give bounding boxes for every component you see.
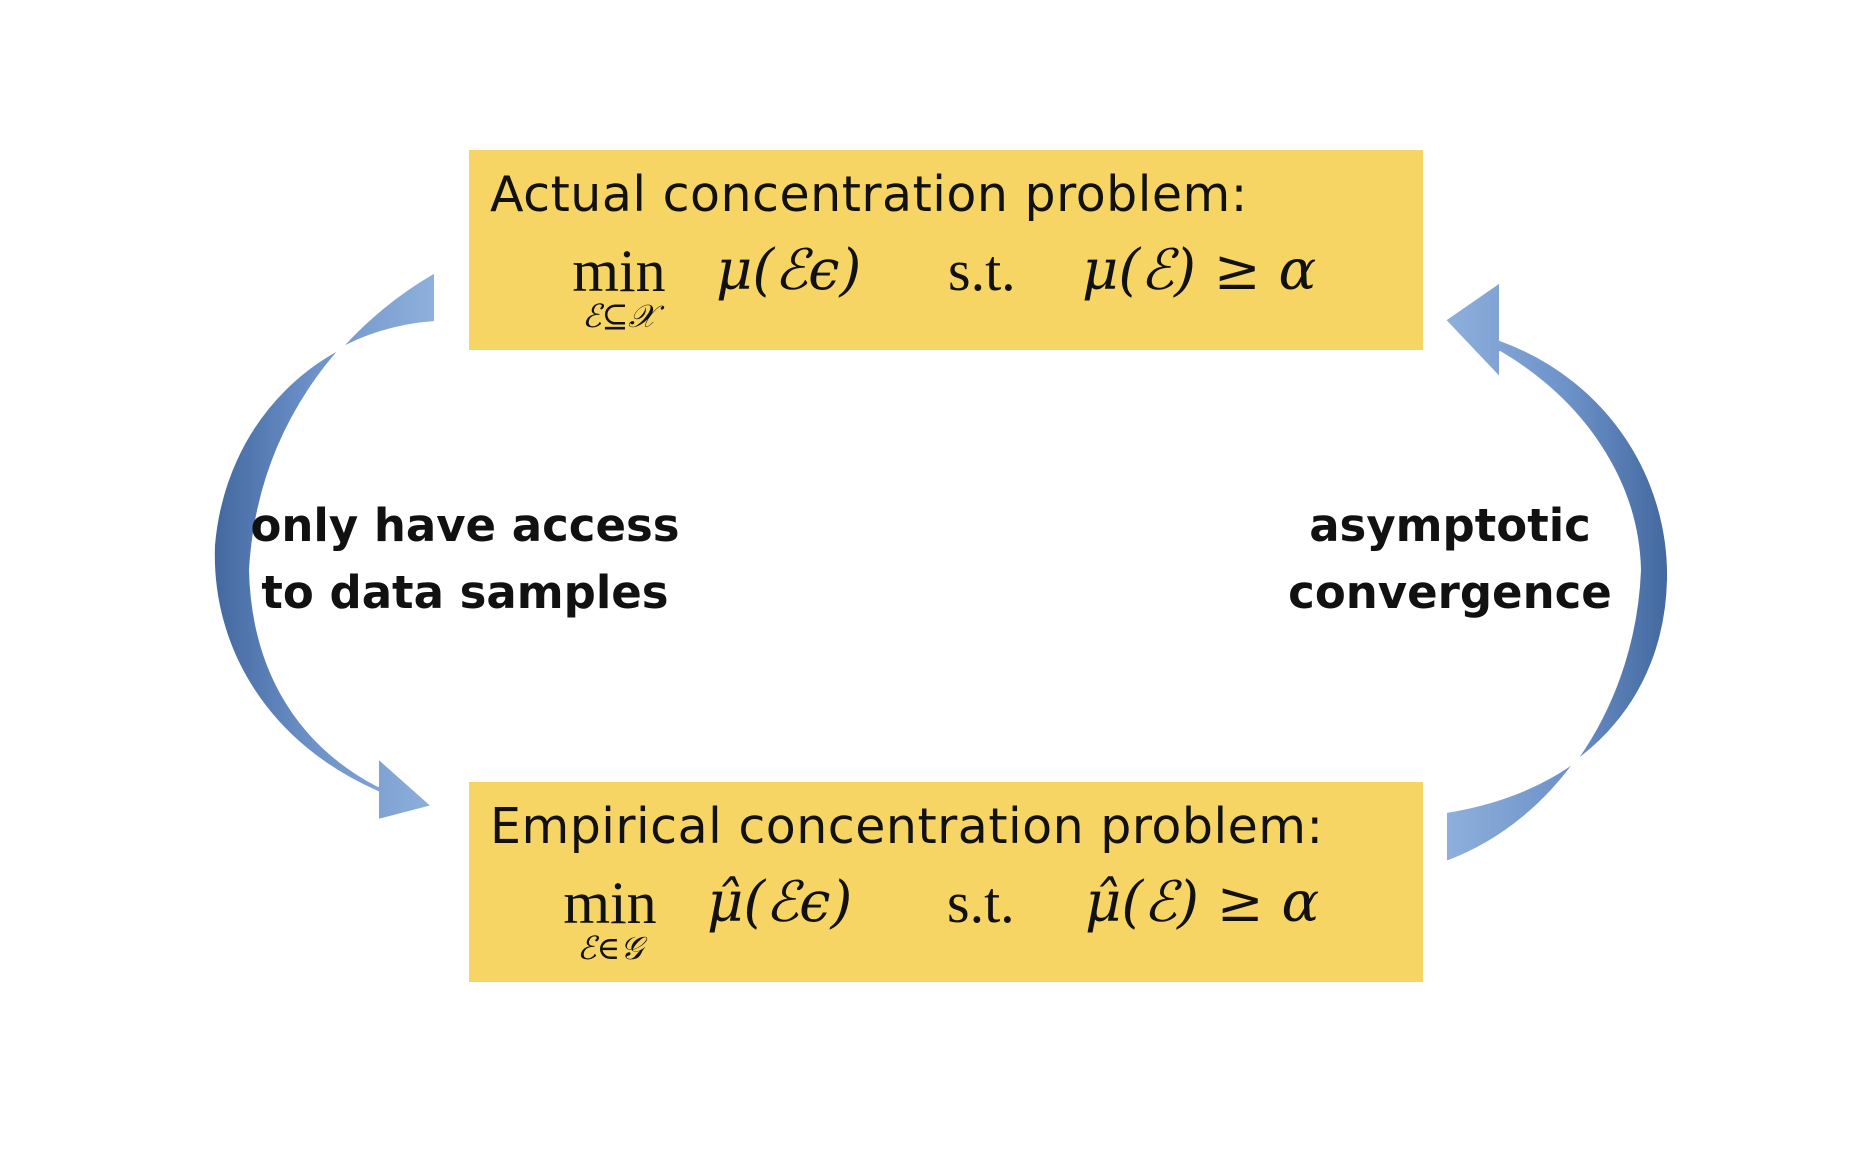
constraint-term: μ(ℰ) ≥ α (1082, 238, 1317, 303)
right-arrow-label: asymptotic convergence (1250, 492, 1650, 626)
objective-term: μ(ℰϵ) (716, 238, 862, 303)
right-label-line-1: asymptotic (1309, 499, 1591, 552)
min-operator: min ℰ⊆𝒳 (554, 238, 684, 343)
min-word: min (563, 870, 657, 936)
min-subscript: ℰ∈𝒢 (577, 929, 643, 967)
objective-term: μ̂(ℰϵ) (707, 870, 853, 935)
empirical-problem-box: Empirical concentration problem: min ℰ∈𝒢… (469, 782, 1423, 982)
right-curved-arrow (1444, 281, 1670, 863)
right-label-line-2: convergence (1288, 566, 1612, 619)
left-curved-arrow (212, 271, 436, 821)
actual-problem-box: Actual concentration problem: min ℰ⊆𝒳 μ(… (469, 150, 1423, 350)
actual-problem-title: Actual concentration problem: (490, 166, 1248, 223)
constraint-term: μ̂(ℰ) ≥ α (1085, 870, 1320, 935)
such-that-text: s.t. (947, 870, 1015, 935)
min-operator: min ℰ∈𝒢 (545, 870, 675, 975)
left-label-line-1: only have access (250, 499, 680, 552)
empirical-problem-title: Empirical concentration problem: (490, 798, 1324, 855)
left-arrow-label: only have access to data samples (240, 492, 690, 626)
such-that-text: s.t. (948, 238, 1016, 303)
min-word: min (572, 238, 666, 304)
left-label-line-2: to data samples (261, 566, 669, 619)
min-subscript: ℰ⊆𝒳 (582, 297, 656, 335)
